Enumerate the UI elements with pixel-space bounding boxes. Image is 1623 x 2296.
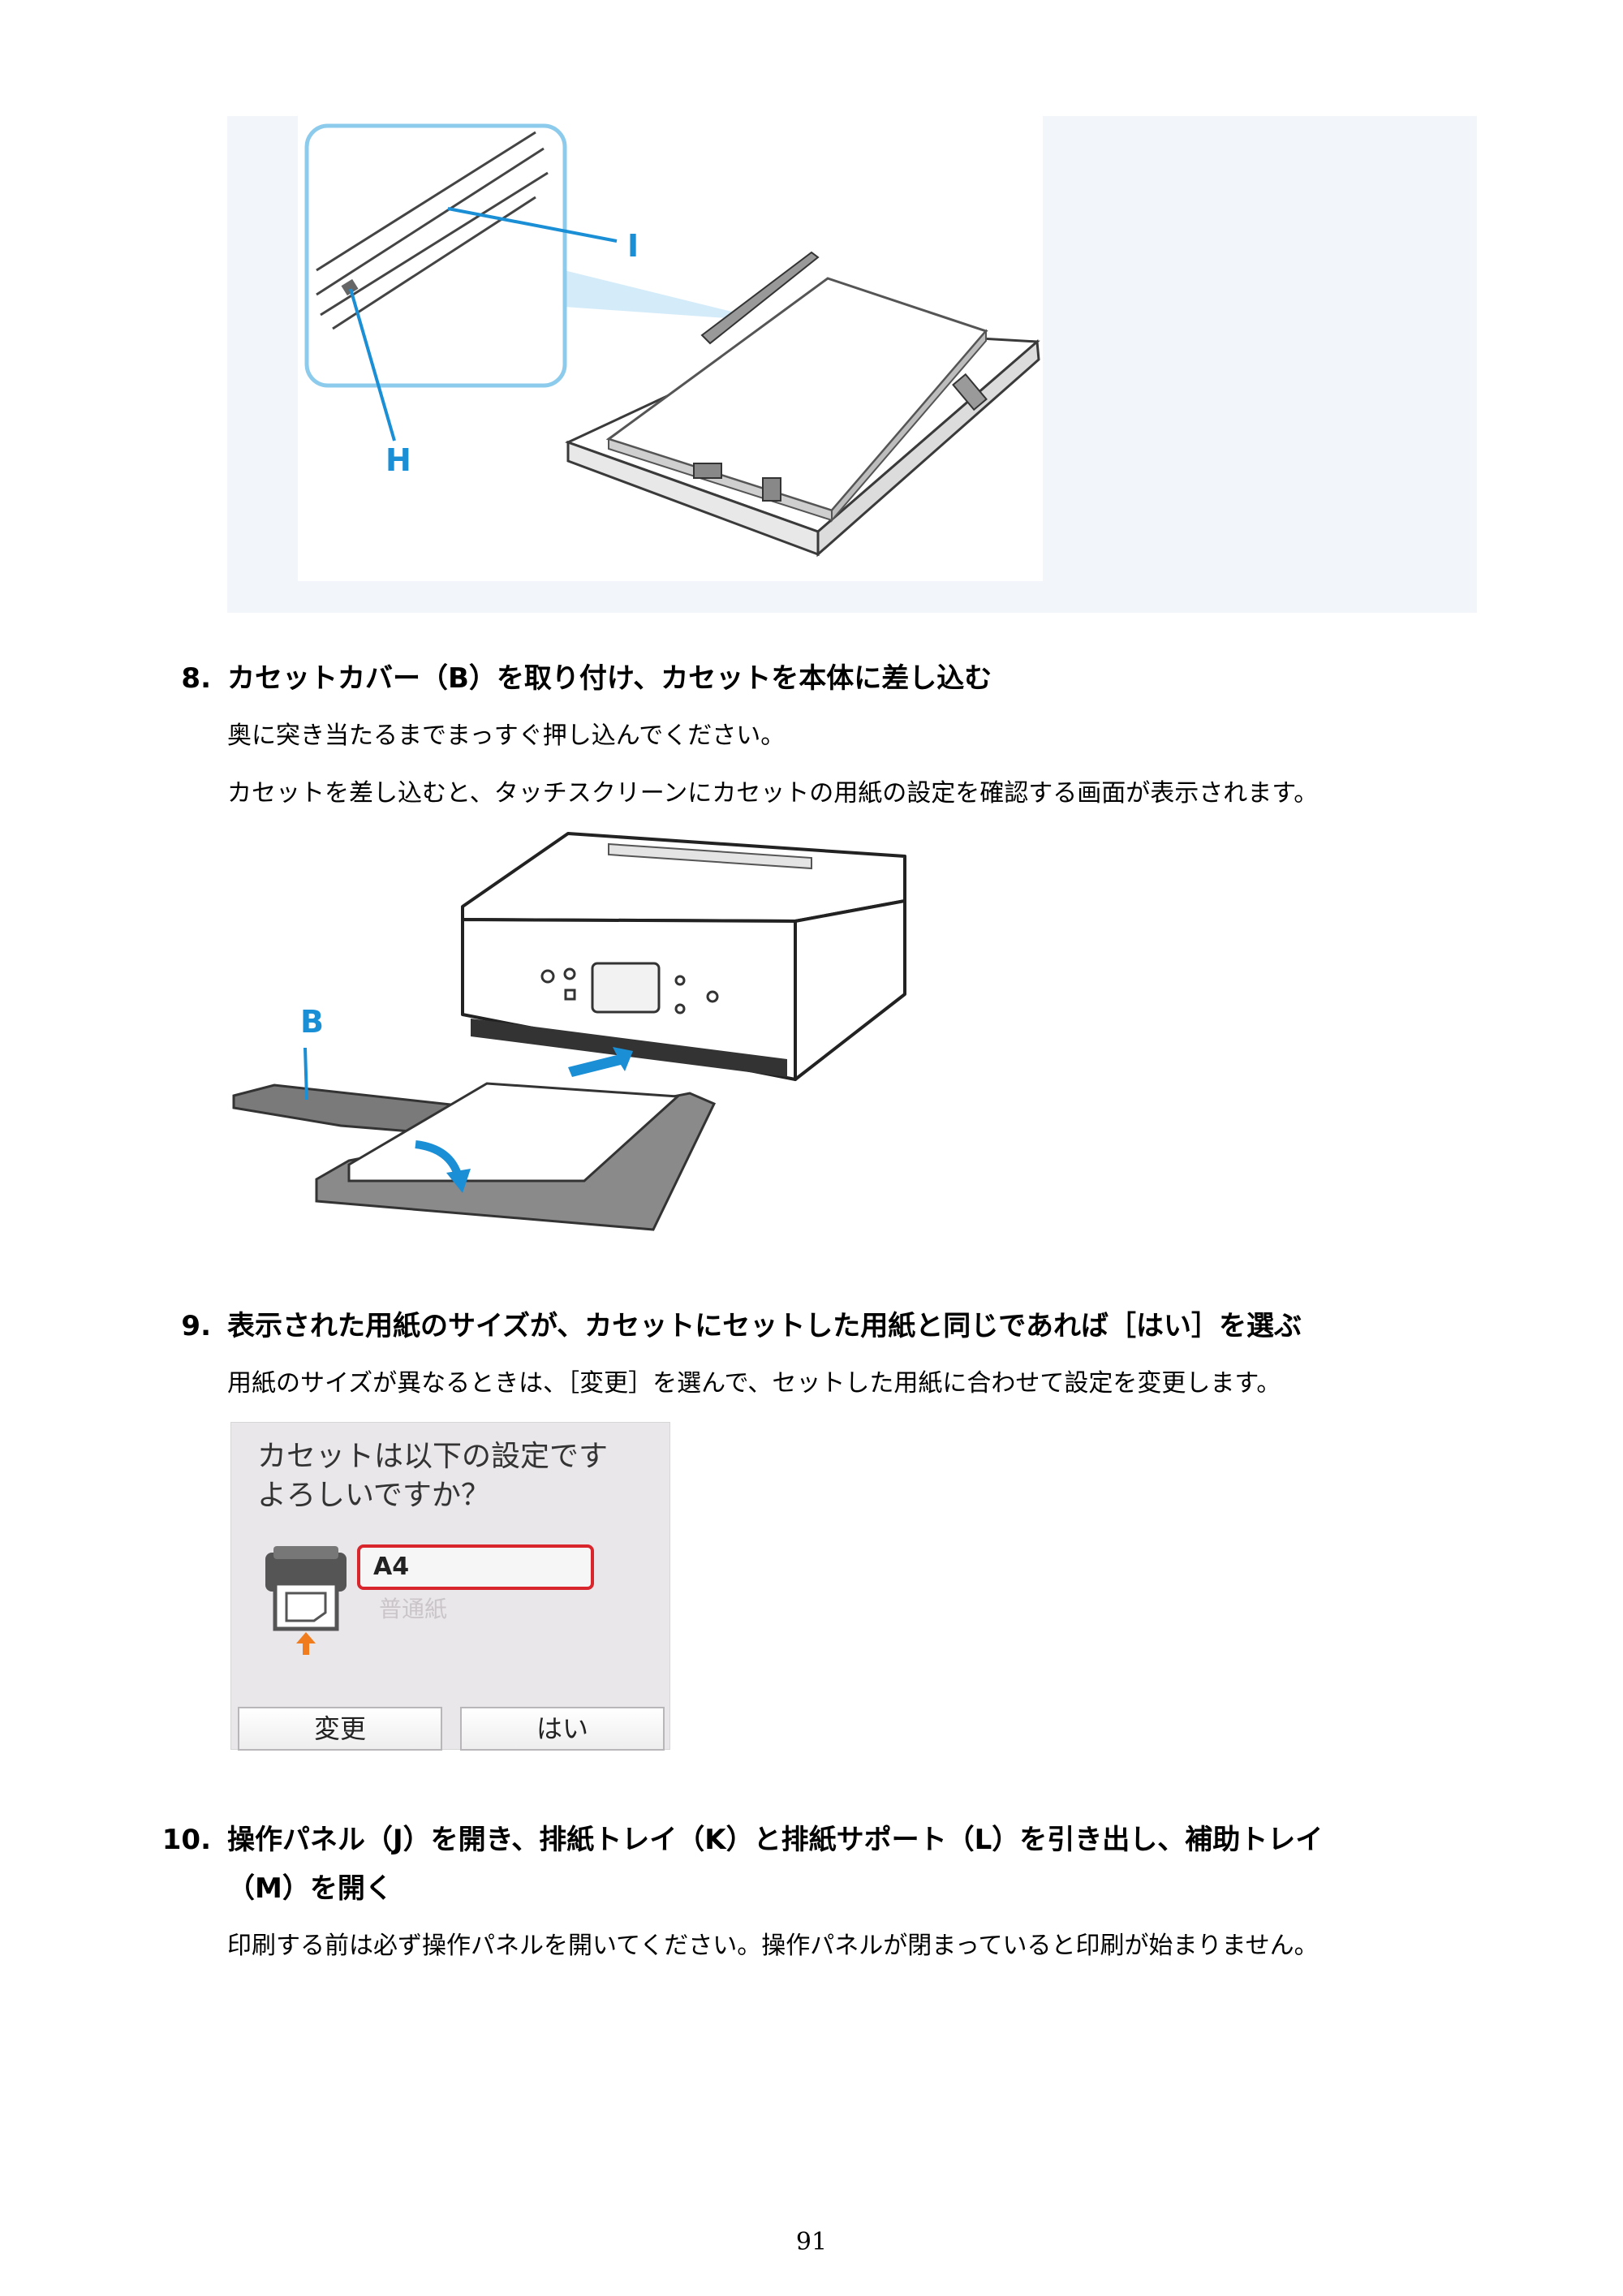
step-9-paragraph-1: 用紙のサイズが異なるときは、［変更］を選んで、セットした用紙に合わせて設定を変更…: [227, 1369, 1281, 1398]
step-9-number: 9.: [181, 1310, 211, 1342]
callout-label-h: H: [385, 442, 411, 478]
step-10-title-line-2: （M）を開く: [227, 1872, 393, 1905]
printer-icon: [265, 1546, 347, 1655]
step-8-title: カセットカバー（B）を取り付け、カセットを本体に差し込む: [227, 662, 992, 695]
step-8-number: 8.: [181, 662, 211, 695]
callout-label-i: I: [627, 228, 639, 264]
step-10-title-line-1: 操作パネル（J）を開き、排紙トレイ（K）と排紙サポート（L）を引き出し、補助トレ…: [227, 1824, 1324, 1856]
paper-type-value: 普通紙: [379, 1596, 448, 1622]
step-9-title: 表示された用紙のサイズが、カセットにセットした用紙と同じであれば［はい］を選ぶ: [227, 1310, 1302, 1342]
screen-message: カセットは以下の設定です よろしいですか？: [257, 1437, 608, 1515]
cassette-closeup-figure: I H: [227, 116, 1477, 613]
page-number: 91: [795, 2228, 828, 2256]
paper-size-highlight: A4: [357, 1544, 594, 1590]
yes-button[interactable]: はい: [460, 1707, 665, 1751]
paper-size-value: A4: [373, 1553, 410, 1581]
cassette-illustration: [304, 123, 1040, 558]
printer-illustration: [232, 832, 906, 1231]
change-button[interactable]: 変更: [238, 1707, 442, 1751]
step-10-paragraph-1: 印刷する前は必ず操作パネルを開いてください。操作パネルが閉まっていると印刷が始ま…: [227, 1932, 1319, 1960]
step-10-number: 10.: [161, 1824, 211, 1856]
touchscreen-figure: カセットは以下の設定です よろしいですか？ A4 普通紙 変更 はい: [230, 1422, 670, 1751]
step-8-paragraph-2: カセットを差し込むと、タッチスクリーンにカセットの用紙の設定を確認する画面が表示…: [227, 779, 1319, 808]
step-8-paragraph-1: 奥に突き当たるまでまっすぐ押し込んでください。: [227, 722, 786, 750]
callout-label-b: B: [300, 1004, 324, 1040]
screen-message-line-2: よろしいですか？: [257, 1479, 490, 1512]
screen-message-line-1: カセットは以下の設定です: [257, 1440, 609, 1473]
printer-cassette-figure: B: [227, 824, 925, 1246]
